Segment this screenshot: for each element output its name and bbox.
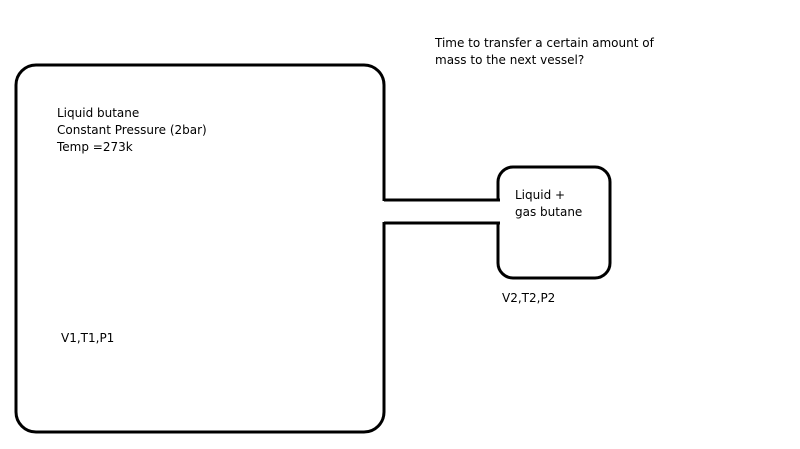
vessel2-outline	[496, 165, 612, 280]
vessel2-description: Liquid + gas butane	[515, 187, 582, 221]
vessel2-fluid-line-1: Liquid +	[515, 188, 566, 202]
question-line-2: mass to the next vessel?	[435, 53, 585, 67]
vessel2-fluid-line-2: gas butane	[515, 205, 583, 219]
vessel1-description: Liquid butane Constant Pressure (2bar) T…	[57, 105, 207, 156]
vessel1-variables: V1,T1,P1	[61, 331, 115, 345]
vessel1-outline	[14, 63, 386, 434]
vessel1-fluid: Liquid butane	[57, 106, 140, 120]
pipe-opening-mask-right	[495, 201, 501, 222]
question-text: Time to transfer a certain amount of mas…	[435, 35, 654, 69]
vessel1-temperature: Temp =273k	[57, 140, 133, 154]
pipe-opening-mask-left	[382, 201, 387, 222]
vessel2-variables: V2,T2,P2	[502, 291, 556, 305]
question-line-1: Time to transfer a certain amount of	[435, 36, 654, 50]
vessel1-pressure: Constant Pressure (2bar)	[57, 123, 207, 137]
